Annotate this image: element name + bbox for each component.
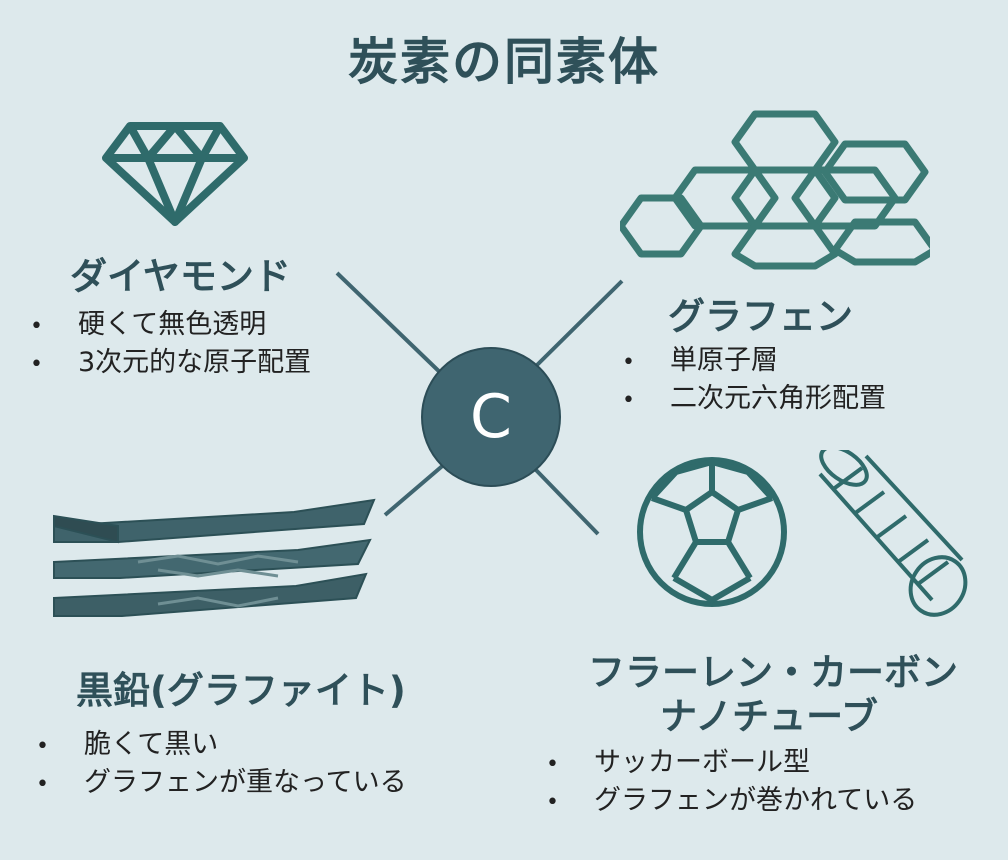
connector-graphene bbox=[532, 279, 624, 370]
carbon-symbol: C bbox=[470, 382, 512, 452]
list-item: •二次元六角形配置 bbox=[622, 383, 886, 414]
graphene-bullets: •単原子層 •二次元六角形配置 bbox=[622, 342, 886, 418]
nanotube-icon bbox=[818, 450, 968, 617]
stacked-layers-icon bbox=[53, 498, 376, 617]
fullerene-title-line2: ナノチューブ bbox=[660, 695, 878, 738]
diamond-bullets: •硬くて無色透明 •3次元的な原子配置 bbox=[30, 306, 311, 382]
page-title: 炭素の同素体 bbox=[348, 33, 660, 91]
fullerene-ball-icon bbox=[637, 457, 787, 607]
list-item: •3次元的な原子配置 bbox=[30, 347, 312, 378]
graphene-title: グラフェン bbox=[668, 295, 853, 338]
carbon-center-node: C bbox=[421, 347, 561, 487]
graphite-bullets: •脆くて黒い •グラフェンが重なっている bbox=[36, 726, 407, 802]
list-item: •硬くて無色透明 bbox=[30, 309, 267, 340]
fullerene-bullets: •サッカーボール型 •グラフェンが巻かれている bbox=[546, 744, 917, 820]
fullerene-title-line1: フラーレン・カーボン bbox=[588, 651, 958, 694]
fullerene-nanotube-icon bbox=[637, 450, 968, 617]
connector-graphite bbox=[383, 460, 449, 517]
list-item: •グラフェンが巻かれている bbox=[546, 785, 918, 816]
graphite-title: 黒鉛(グラファイト) bbox=[76, 669, 406, 712]
diamond-title: ダイヤモンド bbox=[70, 255, 291, 298]
hexagon-lattice-icon bbox=[620, 110, 930, 270]
diamond-icon bbox=[102, 122, 248, 226]
connector-fullerene bbox=[534, 468, 600, 536]
connector-diamond bbox=[335, 271, 450, 382]
list-item: •サッカーボール型 bbox=[546, 747, 810, 778]
list-item: •単原子層 bbox=[622, 345, 778, 376]
list-item: •脆くて黒い bbox=[36, 729, 219, 760]
list-item: •グラフェンが重なっている bbox=[36, 767, 407, 798]
